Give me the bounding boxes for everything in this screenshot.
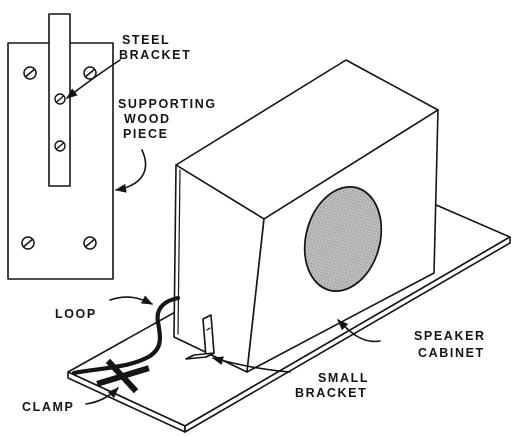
- leader-supporting-wood: [114, 149, 147, 193]
- speaker-cone: [303, 186, 383, 292]
- label-steel: STEEL: [122, 33, 170, 47]
- leader-clamp: [85, 387, 119, 405]
- label-bracket: BRACKET: [119, 48, 191, 62]
- label-speaker: SPEAKER: [414, 329, 486, 343]
- label-small-bracket: BRACKET: [295, 386, 367, 400]
- wood-screw: [83, 66, 97, 80]
- wood-screw: [83, 236, 97, 250]
- wood-screw: [21, 236, 35, 250]
- label-loop: LOOP: [55, 307, 97, 321]
- label-cabinet: CABINET: [418, 346, 485, 360]
- steel-bracket: [48, 13, 71, 187]
- bracket-screw: [54, 140, 66, 152]
- label-small: SMALL: [318, 371, 369, 385]
- label-wood: WOOD: [124, 112, 171, 126]
- leader-steel-bracket: [66, 59, 121, 99]
- clamp: [96, 358, 150, 394]
- small-bracket: [185, 314, 215, 360]
- leader-small-bracket: [211, 356, 291, 373]
- label-clamp: CLAMP: [22, 400, 74, 414]
- leader-speaker-cabinet: [337, 319, 381, 343]
- label-piece: PIECE: [123, 127, 169, 141]
- wood-screw: [23, 66, 37, 80]
- bracket-screw: [54, 93, 66, 105]
- label-supporting: SUPPORTING: [118, 97, 217, 111]
- leader-loop: [109, 295, 154, 305]
